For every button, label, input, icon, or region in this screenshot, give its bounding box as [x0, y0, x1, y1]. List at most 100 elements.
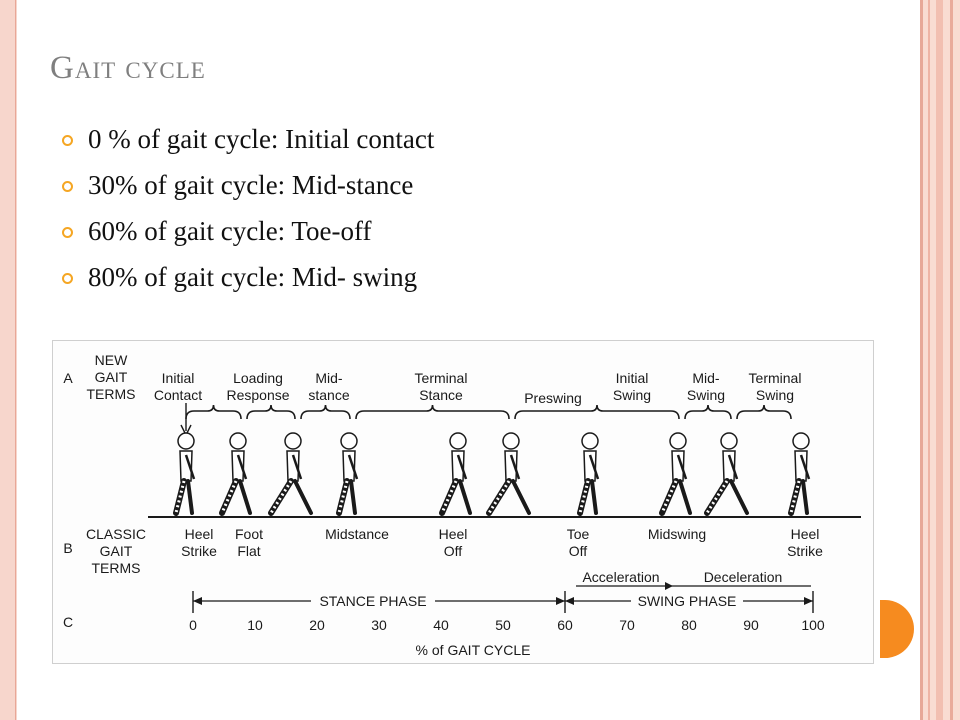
walker-leg-hatch [440, 480, 458, 514]
new-gait-term-label: Contact [154, 387, 202, 403]
walker-arm [509, 454, 521, 480]
scale-tick-label: 80 [681, 617, 697, 633]
classic-gait-term-label: Off [569, 543, 588, 559]
row-label: B [63, 540, 72, 556]
arrow-head-icon [565, 597, 574, 605]
arrow-head-icon [665, 582, 673, 590]
classic-gait-term-label: Strike [181, 543, 217, 559]
label-mask [311, 592, 435, 610]
classic-gait-term-label: Toe [567, 526, 590, 542]
walker-front-leg [458, 479, 472, 515]
phase-bracket [246, 404, 296, 420]
walker-head [720, 432, 738, 450]
walker-arm [588, 454, 600, 480]
classic-gait-term-label: Heel [791, 526, 820, 542]
walker-front-leg [293, 479, 313, 515]
walker-torso [179, 450, 193, 482]
deceleration-label: Deceleration [704, 569, 783, 585]
new-gait-term-label: Loading [233, 370, 283, 386]
bullet-text: 60% of gait cycle: Toe-off [88, 216, 372, 246]
walker-torso [504, 450, 518, 482]
walker-front-leg [186, 479, 194, 515]
phase-bracket [355, 404, 510, 420]
new-gait-term-label: Mid- [315, 370, 343, 386]
walker-torso [286, 450, 300, 482]
walker-arm [347, 454, 359, 480]
walker-head [284, 432, 302, 450]
walker-arm [727, 454, 739, 480]
left-frame-border [0, 0, 17, 720]
walker-front-leg [511, 479, 531, 515]
new-gait-term-label: Preswing [524, 390, 582, 406]
scale-tick-label: 40 [433, 617, 449, 633]
new-gait-term-label: Initial [162, 370, 195, 386]
walker-arm [799, 454, 811, 480]
walker-head [581, 432, 599, 450]
classic-gait-terms-header: CLASSIC [86, 526, 146, 542]
row-label: A [63, 370, 73, 386]
walker-arm [184, 454, 196, 480]
arrow-head-icon [193, 597, 202, 605]
classic-gait-term-label: Foot [235, 526, 263, 542]
classic-gait-term-label: Strike [787, 543, 823, 559]
row-label: C [63, 614, 73, 630]
new-gait-terms-header: NEW [95, 352, 128, 368]
walker-leg-hatch [269, 480, 293, 514]
walker-leg-hatch [705, 480, 729, 514]
walker-head [449, 432, 467, 450]
bullet-item: 60% of gait cycle: Toe-off [62, 214, 434, 260]
scale-tick-label: 50 [495, 617, 511, 633]
walker-leg-hatch [789, 480, 801, 514]
new-gait-term-label: Terminal [415, 370, 468, 386]
classic-gait-terms-header: TERMS [92, 560, 141, 576]
walker-front-leg [729, 479, 749, 515]
classic-gait-terms-header: GAIT [100, 543, 133, 559]
walker-leg-hatch [487, 480, 511, 514]
walker-front-leg [238, 479, 252, 515]
accent-tab [880, 600, 914, 658]
new-gait-terms-header: TERMS [87, 386, 136, 402]
bullet-item: 80% of gait cycle: Mid- swing [62, 260, 434, 306]
walker-leg-hatch [220, 480, 238, 514]
classic-gait-term-label: Heel [439, 526, 468, 542]
walker-torso [342, 450, 356, 482]
bullet-text: 80% of gait cycle: Mid- swing [88, 262, 418, 292]
new-gait-term-label: Response [226, 387, 289, 403]
new-gait-term-label: Swing [756, 387, 794, 403]
walker-leg-hatch [660, 480, 678, 514]
new-gait-terms-header: GAIT [95, 369, 128, 385]
walker-head [340, 432, 358, 450]
walker-head [502, 432, 520, 450]
classic-gait-term-label: Midswing [648, 526, 706, 542]
scale-tick-label: 60 [557, 617, 573, 633]
classic-gait-term-label: Off [444, 543, 463, 559]
scale-tick-label: 30 [371, 617, 387, 633]
new-gait-term-label: Swing [613, 387, 651, 403]
phase-bracket [736, 404, 792, 420]
right-frame-border [920, 0, 960, 720]
walker-arm [456, 454, 468, 480]
walker-front-leg [590, 479, 598, 515]
walker-torso [794, 450, 808, 482]
walker-head [669, 432, 687, 450]
arrow-head-icon [556, 597, 565, 605]
walker-front-leg [801, 479, 809, 515]
classic-gait-term-label: Flat [237, 543, 260, 559]
slide-title: Gait cycle [50, 50, 206, 86]
scale-tick-label: 100 [801, 617, 825, 633]
walker-leg-hatch [578, 480, 590, 514]
phase-bracket [300, 404, 351, 420]
walker-leg-hatch [337, 480, 349, 514]
scale-tick-label: 0 [189, 617, 197, 633]
new-gait-term-label: Stance [419, 387, 463, 403]
bullet-item: 0 % of gait cycle: Initial contact [62, 122, 434, 168]
walker-torso [722, 450, 736, 482]
phase-bracket [514, 404, 680, 420]
walker-front-leg [678, 479, 692, 515]
walker-arm [236, 454, 248, 480]
classic-gait-term-label: Midstance [325, 526, 389, 542]
new-gait-term-label: Mid- [692, 370, 720, 386]
stance-phase-label: STANCE PHASE [319, 593, 426, 609]
acceleration-label: Acceleration [582, 569, 659, 585]
